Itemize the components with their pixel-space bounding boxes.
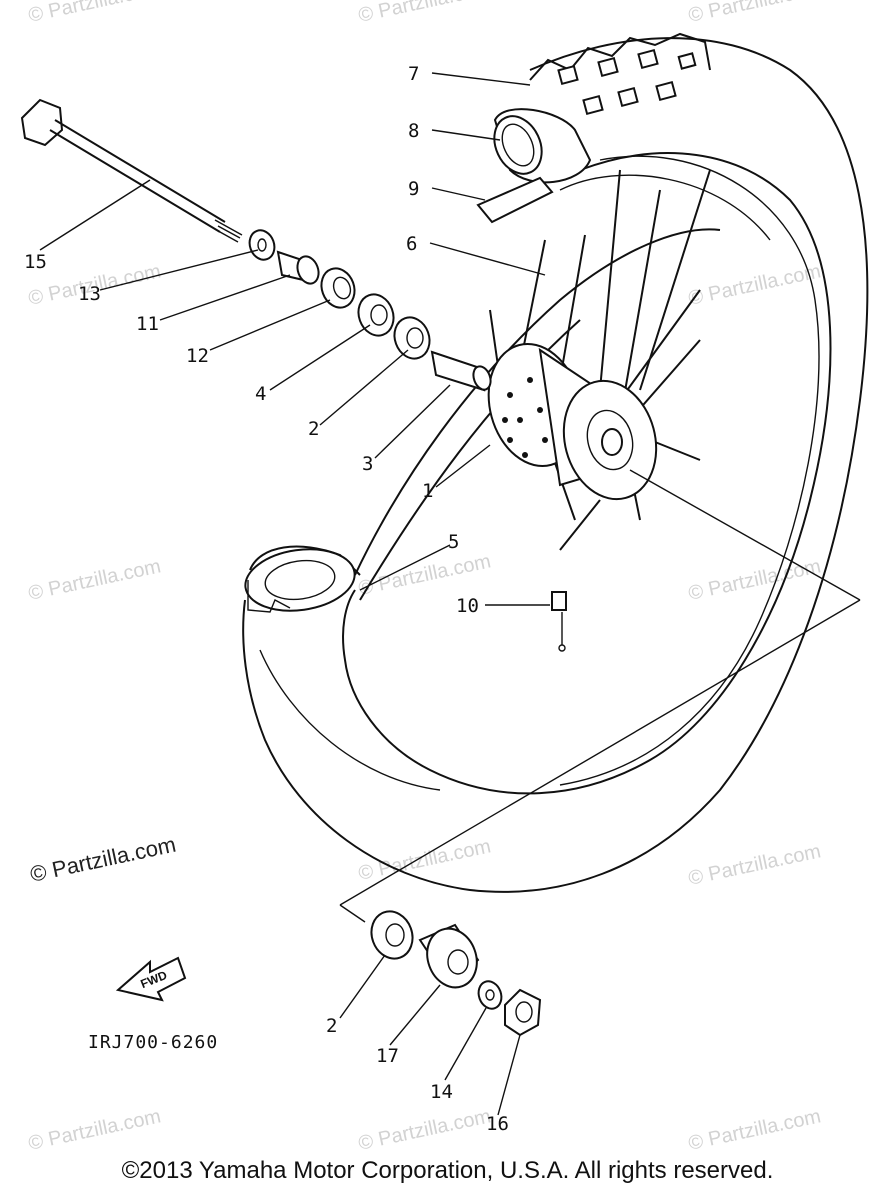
washer-13: [248, 229, 276, 261]
callout-6: 6: [406, 233, 417, 255]
watermark: © Partzilla.com: [356, 0, 492, 27]
watermark: © Partzilla.com: [26, 555, 162, 605]
callout-10: 10: [456, 595, 479, 617]
callout-13: 13: [78, 283, 101, 305]
inner-tube: [493, 108, 592, 184]
axle: [20, 98, 243, 243]
hub: [487, 342, 658, 501]
callout-9: 9: [408, 178, 419, 200]
callout-11: 11: [136, 313, 159, 335]
callout-14: 14: [430, 1081, 453, 1103]
callout-labels: 7 8 9 6 15 13 11 12 4 2 3 1 5 10 2 17 14…: [24, 63, 509, 1135]
rim-band: [476, 176, 554, 224]
washer-14: [477, 980, 503, 1010]
callout-3: 3: [362, 453, 373, 475]
watermark: © Partzilla.com: [26, 1105, 162, 1155]
bearing-2-right: [370, 910, 414, 960]
watermark: © Partzilla.com: [686, 260, 822, 310]
watermark-main: © Partzilla.com: [28, 832, 178, 887]
watermark: © Partzilla.com: [356, 1105, 492, 1155]
callout-8: 8: [408, 120, 419, 142]
assembly-lines: [339, 469, 861, 923]
leader-lines: [39, 72, 550, 1116]
watermark: © Partzilla.com: [686, 840, 822, 890]
callout-1: 1: [422, 480, 433, 502]
valve-stem: [551, 591, 567, 652]
callout-7: 7: [408, 63, 419, 85]
bearing-2: [393, 316, 431, 360]
oil-seal-12: [320, 267, 356, 309]
watermark: © Partzilla.com: [26, 0, 162, 27]
callout-4: 4: [255, 383, 266, 405]
bearing-4: [357, 293, 395, 337]
callout-2: 2: [308, 418, 319, 440]
nut-16: [504, 988, 542, 1037]
diagram-code: IRJ700-6260: [88, 1032, 218, 1053]
tire-tread: [529, 32, 711, 116]
copyright-notice: ©2013 Yamaha Motor Corporation, U.S.A. A…: [121, 1157, 774, 1184]
callout-16: 16: [486, 1113, 509, 1135]
meter-gear-17: [418, 923, 480, 989]
callout-5: 5: [448, 531, 459, 553]
watermark: © Partzilla.com: [686, 0, 822, 27]
watermark: © Partzilla.com: [686, 1105, 822, 1155]
tire: [242, 37, 869, 893]
callout-17: 17: [376, 1045, 399, 1067]
forward-arrow-icon: FWD: [115, 956, 187, 1002]
callout-15: 15: [24, 251, 47, 273]
collar-11: [276, 250, 320, 285]
callout-12: 12: [186, 345, 209, 367]
callout-2-right: 2: [326, 1015, 337, 1037]
spacer-3: [430, 350, 492, 392]
watermark: © Partzilla.com: [686, 555, 822, 605]
